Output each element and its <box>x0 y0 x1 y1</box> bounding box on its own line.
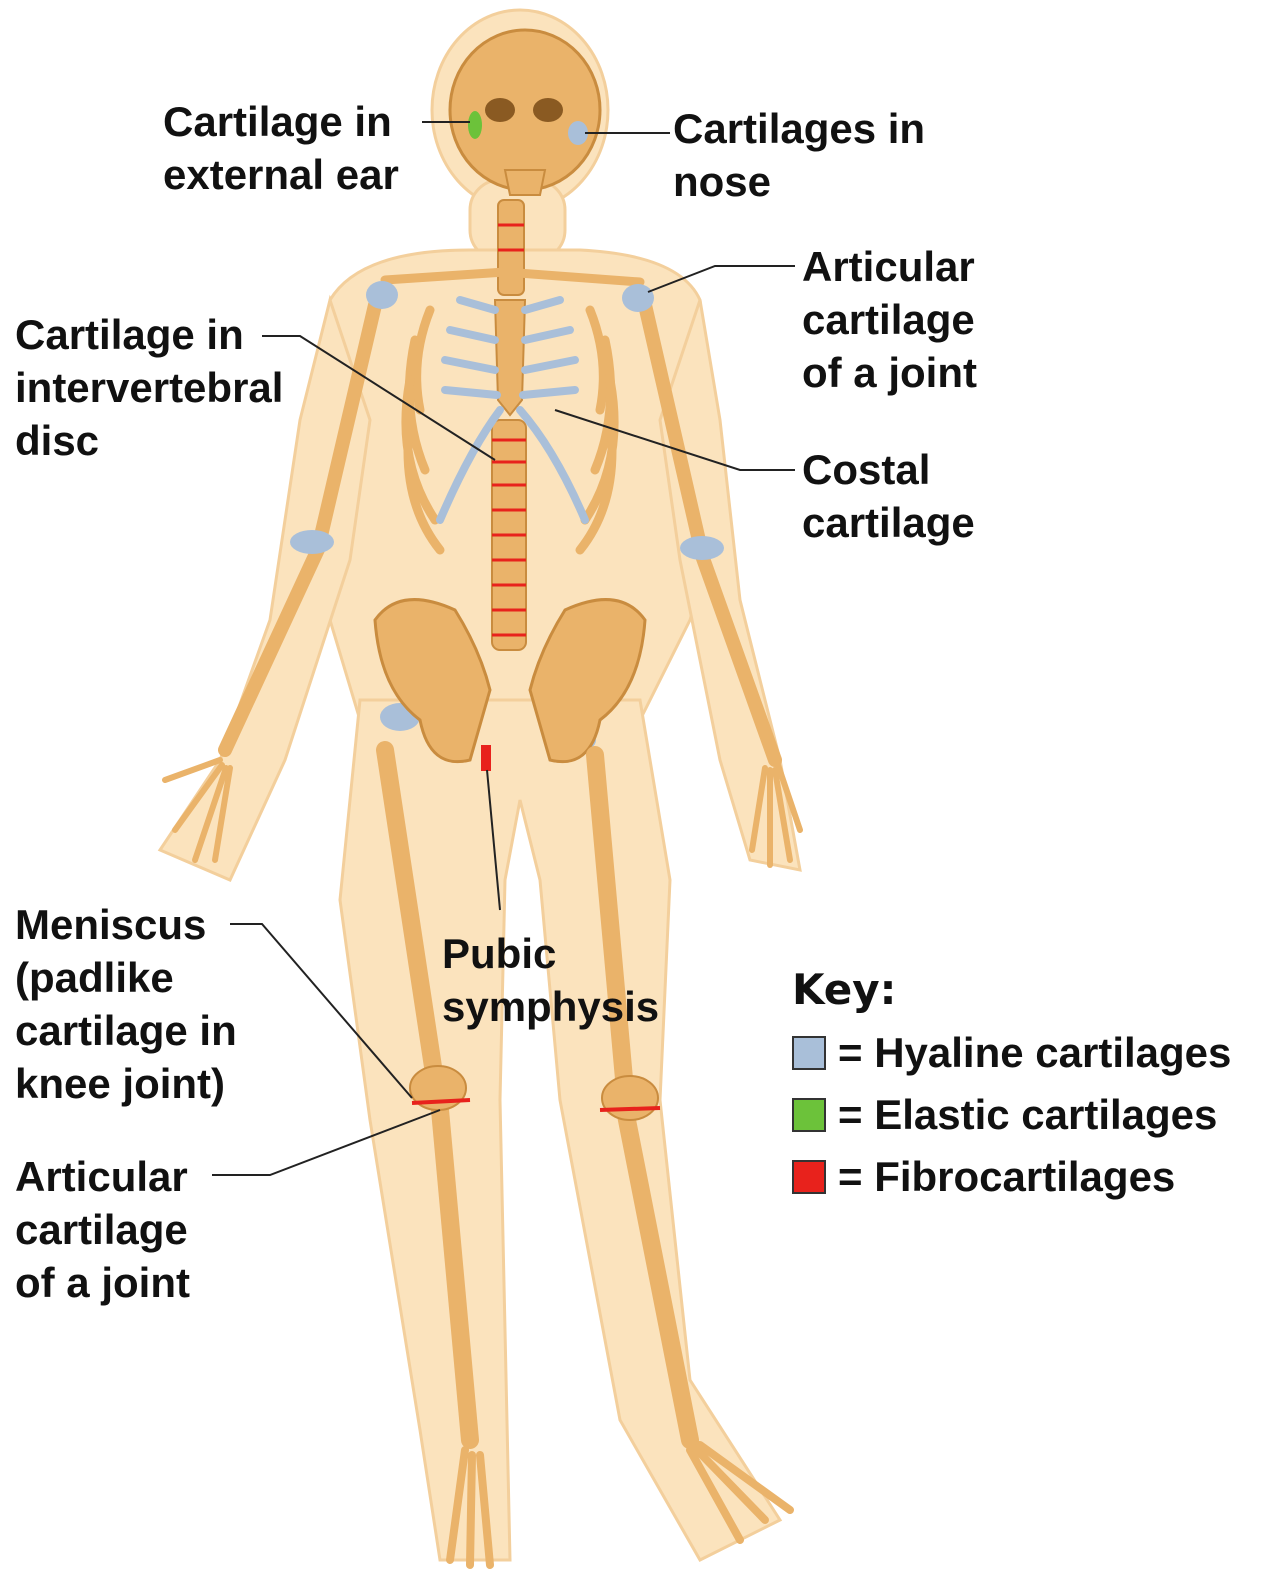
label-shoulder-articular-cartilage: Articular cartilage of a joint <box>802 240 977 399</box>
spine <box>492 200 526 650</box>
label-costal-cartilage: Costal cartilage <box>802 443 975 549</box>
label-meniscus: Meniscus (padlike cartilage in knee join… <box>15 898 237 1110</box>
hyaline-swatch <box>792 1036 826 1070</box>
legend-item-elastic: = Elastic cartilages <box>792 1084 1231 1146</box>
legend-item-fibro: = Fibrocartilages <box>792 1146 1231 1208</box>
label-nose: Cartilages in nose <box>673 102 925 208</box>
label-pubic-symphysis: Pubic symphysis <box>442 927 659 1033</box>
label-intervertebral-disc: Cartilage in intervertebral disc <box>15 308 283 467</box>
legend-label: = Elastic cartilages <box>838 1091 1217 1139</box>
elastic-swatch <box>792 1098 826 1132</box>
legend-item-hyaline: = Hyaline cartilages <box>792 1022 1231 1084</box>
legend-label: = Hyaline cartilages <box>838 1029 1231 1077</box>
body-silhouette <box>160 10 800 1560</box>
legend-title: Key: <box>792 965 1231 1014</box>
pubic-symphysis <box>481 745 491 771</box>
label-external-ear: Cartilage in external ear <box>163 95 399 201</box>
label-knee-articular-cartilage: Articular cartilage of a joint <box>15 1150 190 1309</box>
ear-cartilage <box>468 111 482 139</box>
fibro-swatch <box>792 1160 826 1194</box>
legend: Key: = Hyaline cartilages = Elastic cart… <box>792 965 1231 1208</box>
legend-label: = Fibrocartilages <box>838 1153 1175 1201</box>
